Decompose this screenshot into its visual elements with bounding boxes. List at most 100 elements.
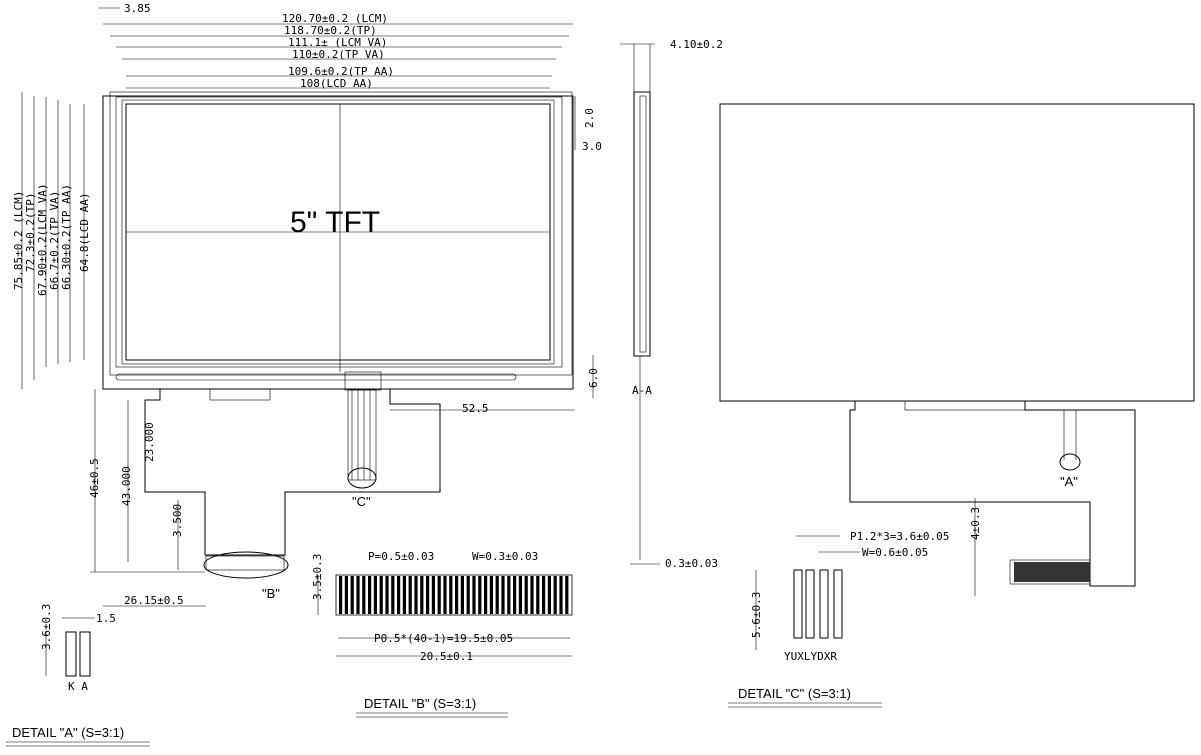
detail-b-pin [530,576,534,614]
fpc-dimensions: 46±0.5 43.000 23.000 3.500 26.15±0.5 [88,389,206,607]
detail-b-pin [507,576,511,614]
bottom-strip [115,373,517,381]
dim-lcm-va-v: 67.90±0.2(LCM VA) [36,183,49,296]
detail-b-pin [362,576,366,614]
dim-top-offset-2: 3.0 [582,140,602,153]
dim-tp-width: 118.70±0.2(TP) [284,24,377,37]
dim-lcm-va: 111.1± (LCM VA) [288,36,387,49]
detail-b-pin [542,576,546,614]
detail-c: P1.2*3=3.6±0.05 W=0.6±0.05 5.6±0.3 YUXLY… [728,530,949,708]
detail-b-pin [536,576,540,614]
lcm-va-outline [115,96,563,368]
detail-b-pin [478,576,482,614]
fpc-tail [144,389,441,556]
detail-b-pin [391,576,395,614]
detail-b-pin [460,576,464,614]
detail-b-pin [559,576,563,614]
detail-b-pin [431,576,435,614]
detail-b-pin [350,576,354,614]
v-dimensions: 75.85±0.2 (LCM) 72.3±0.2(TP) 67.90±0.2(L… [12,92,602,398]
dim-fpc-h3: 3.500 [171,504,184,537]
dim-fpc-x-offset: 26.15±0.5 [124,594,184,607]
dim-top-offset-1: 2.0 [583,108,596,128]
detail-b-pin [553,576,557,614]
dim-a-height: 3.6±0.3 [40,604,53,650]
dim-fpc-h2: 23.000 [143,422,156,462]
detail-b-pin [472,576,476,614]
detail-b-pin [368,576,372,614]
detail-b-pin [501,576,505,614]
side-view: 4.10±0.2 A-A 0.3±0.03 [620,38,723,570]
tp-outline [109,91,573,376]
detail-b-pin [466,576,470,614]
detail-b-pin [547,576,551,614]
detail-b-pin [397,576,401,614]
callout-c-circle [347,467,377,489]
dim-fpc-total: 46±0.5 [88,458,101,498]
back-contacts [1014,562,1090,582]
dim-c-width: W=0.6±0.05 [862,546,928,559]
dim-b-span: P0.5*(40-1)=19.5±0.05 [374,632,513,645]
dim-lcd-aa: 108(LCD AA) [300,77,373,90]
h-dimensions: 120.70±0.2 (LCM) 118.70±0.2(TP) 111.1± (… [98,2,575,415]
detail-b-pin [518,576,522,614]
callout-a-label: "A" [1060,474,1078,489]
dim-left-offset: 3.85 [124,2,151,15]
detail-c-pins: YUXLYDXR [784,650,837,663]
detail-b-pins [339,576,569,614]
detail-b-pin [524,576,528,614]
side-body [633,91,651,357]
dim-b-height: 3.5±0.3 [311,554,324,600]
dim-back-4: 4±0.3 [969,507,982,540]
dim-bottom-offset: 6.0 [587,368,600,388]
dim-b-total: 20.5±0.1 [420,650,473,663]
detail-b-pin [449,576,453,614]
detail-b-pin [437,576,441,614]
fpc-contacts [205,555,285,571]
dim-c-pitch: P1.2*3=3.6±0.05 [850,530,949,543]
panel-title: 5" TFT [290,206,380,239]
dim-thickness: 4.10±0.2 [670,38,723,51]
detail-b: P=0.5±0.03 W=0.3±0.03 3.5±0.3 P0.5*(40-1… [311,550,573,718]
dim-c-height: 5.6±0.3 [750,592,763,638]
detail-a-title: DETAIL "A" (S=3:1) [12,725,124,740]
dim-bottom-thickness: 0.3±0.03 [665,557,718,570]
section-label: A-A [632,384,652,397]
detail-b-pin [455,576,459,614]
back-fpc [849,401,1136,587]
detail-b-pin [484,576,488,614]
detail-b-pin [495,576,499,614]
detail-b-pin [339,576,343,614]
detail-b-pin [385,576,389,614]
detail-b-pin [443,576,447,614]
detail-b-pin [344,576,348,614]
dim-tp-va: 110±0.2(TP VA) [292,48,385,61]
front-view: "C" "B" 5" TFT 120.70±0.2 (LCM) 118.70±0… [12,2,602,607]
back-view: "A" 4±0.3 [719,103,1195,596]
dim-fpc-h1: 43.000 [120,466,133,506]
detail-c-title: DETAIL "C" (S=3:1) [738,686,851,701]
dim-tp-aa-v: 66.30±0.2(TP AA) [60,184,73,290]
dim-lcm-width: 120.70±0.2 (LCM) [282,12,388,25]
dim-tp-va-v: 66.7±0.2(TP VA) [48,191,61,290]
detail-b-pin [489,576,493,614]
dim-a-width: 1.5 [96,612,116,625]
detail-b-pin [408,576,412,614]
lcm-outline [102,95,574,390]
dim-tail-offset: 52.5 [462,402,489,415]
dim-lcd-aa-v: 64.8(LCD AA) [78,193,91,272]
detail-a: 3.6±0.3 1.5 K A DETAIL "A" (S=3:1) [6,604,150,747]
detail-b-pin [426,576,430,614]
callout-c-label: "C" [352,494,371,509]
dim-tp-height: 72.3±0.2(TP) [24,193,37,272]
detail-b-pin [565,576,569,614]
dim-b-width: W=0.3±0.03 [472,550,538,563]
detail-b-title: DETAIL "B" (S=3:1) [364,696,476,711]
detail-b-pin [414,576,418,614]
detail-b-pin [356,576,360,614]
callout-b-label: "B" [262,586,280,601]
detail-b-pin [379,576,383,614]
dim-tp-aa: 109.6±0.2(TP AA) [288,65,394,78]
detail-b-pin [402,576,406,614]
